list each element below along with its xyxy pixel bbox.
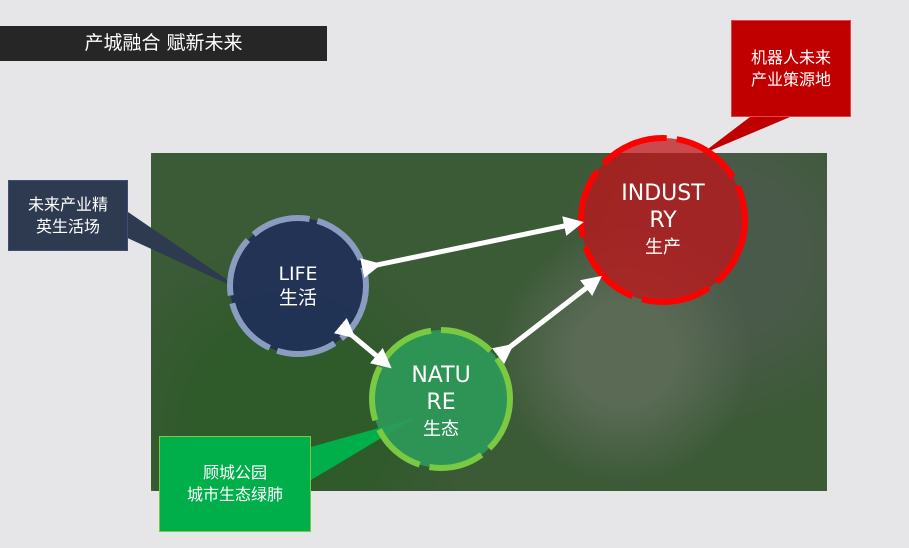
nature-label-en2: RE [426, 390, 456, 415]
industry-label: INDUST RY 生产 [608, 180, 718, 261]
slide-title: 产城融合 赋新未来 [0, 26, 327, 61]
arrow-life-industry [360, 216, 584, 278]
industry-callout-line1: 机器人未来 [750, 47, 831, 67]
nature-callout: 顾城公园 城市生态绿肺 [159, 436, 311, 532]
life-circle [227, 215, 369, 357]
nature-label-en1: NATU [411, 363, 471, 388]
nature-callout-line1: 顾城公园 [202, 463, 267, 482]
life-label-zh: 生活 [278, 287, 317, 309]
life-label: LIFE 生活 [258, 262, 338, 310]
life-callout-line1: 未来产业精 [27, 194, 108, 214]
nature-circle [369, 327, 513, 471]
life-callout-pointer [110, 212, 245, 292]
nature-label: NATU RE 生态 [391, 362, 491, 443]
industry-callout-pointer [700, 117, 790, 155]
life-callout-line2: 英生活场 [35, 216, 100, 236]
industry-callout-line2: 产业策源地 [750, 69, 831, 89]
life-label-en: LIFE [278, 263, 318, 285]
industry-label-zh: 生产 [645, 237, 681, 258]
life-callout: 未来产业精 英生活场 [8, 180, 128, 251]
arrow-life-nature [333, 317, 392, 369]
industry-label-en2: RY [649, 208, 677, 233]
arrow-nature-industry [491, 275, 602, 365]
nature-label-zh: 生态 [423, 419, 459, 440]
industry-label-en1: INDUST [621, 181, 705, 206]
industry-callout: 机器人未来 产业策源地 [731, 20, 851, 117]
nature-callout-line2: 城市生态绿肺 [186, 485, 283, 504]
